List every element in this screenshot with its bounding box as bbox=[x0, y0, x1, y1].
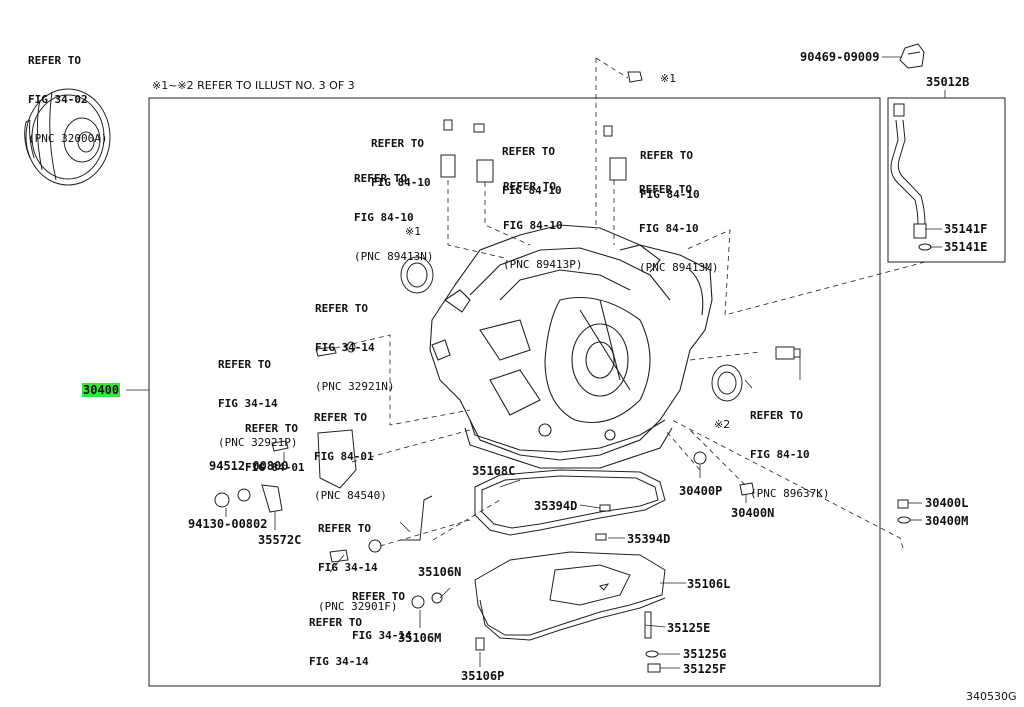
ref-fig84-10-d[interactable]: REFER TO FIG 84-10 (PNC 89413P) bbox=[503, 154, 582, 284]
part-94130-00802[interactable]: 94130-00802 bbox=[188, 517, 268, 531]
ref-line-1: REFER TO bbox=[309, 616, 362, 629]
ref-line-1: REFER TO bbox=[28, 54, 81, 67]
ref-fig34-14-a[interactable]: REFER TO FIG 34-14 (PNC 32921N) bbox=[315, 276, 394, 406]
part-35125E[interactable]: 35125E bbox=[667, 621, 711, 635]
refer-illust-note: ※1~※2 REFER TO ILLUST NO. 3 OF 3 bbox=[152, 79, 355, 92]
ref-fig34-14-e[interactable]: REFER TO FIG 34-14 bbox=[309, 590, 369, 681]
ref-fig34-14-b[interactable]: REFER TO FIG 34-14 (PNC 32921P) bbox=[218, 332, 297, 462]
part-35141F[interactable]: 35141F bbox=[944, 222, 988, 236]
ref-fig84-10-e[interactable]: REFER TO FIG 84-10 bbox=[640, 123, 700, 214]
ref-fig84-10-b[interactable]: REFER TO FIG 84-10 (PNC 89413N) bbox=[354, 146, 433, 276]
ref-line-1: REFER TO bbox=[371, 137, 424, 150]
part-30400N[interactable]: 30400N bbox=[731, 506, 775, 520]
diagram-code: 340530G bbox=[966, 690, 1017, 703]
oil-seal-left bbox=[400, 256, 434, 294]
ref-fig84-10-a[interactable]: REFER TO FIG 84-10 bbox=[371, 111, 431, 202]
ref-pnc: (PNC 89413N) bbox=[354, 250, 434, 263]
ref-pnc: (PNC 32921N) bbox=[315, 380, 395, 393]
inset-frame bbox=[887, 97, 1006, 263]
part-35168C[interactable]: 35168C bbox=[472, 464, 516, 478]
ref-line-2: FIG 34-14 bbox=[315, 341, 375, 354]
strainer-pipe bbox=[890, 103, 932, 251]
ref-line-2: FIG 34-14 bbox=[309, 655, 369, 668]
part-90469-09009[interactable]: 90469-09009 bbox=[800, 50, 880, 64]
ref-pnc: (PNC 84540) bbox=[314, 489, 387, 502]
part-35106N[interactable]: 35106N bbox=[418, 565, 462, 579]
ref-pnc: (PNC 32000A) bbox=[28, 132, 108, 145]
main-frame bbox=[148, 97, 881, 687]
ref-fig34-14-c[interactable]: REFER TO FIG 34-14 (PNC 32901F) bbox=[318, 496, 397, 626]
oil-pan bbox=[474, 551, 666, 641]
torque-converter bbox=[24, 88, 111, 186]
ref-line-1: REFER TO bbox=[352, 590, 405, 603]
part-35012B[interactable]: 35012B bbox=[926, 75, 970, 89]
oil-strainer bbox=[474, 469, 666, 536]
ref-line-1: REFER TO bbox=[354, 172, 407, 185]
part-35572C[interactable]: 35572C bbox=[258, 533, 302, 547]
ref-line-2: FIG 84-10 bbox=[639, 222, 699, 235]
speed-sensors bbox=[440, 119, 801, 360]
oil-seal-right bbox=[711, 364, 743, 402]
ref-line-1: REFER TO bbox=[315, 302, 368, 315]
marker-2-seal: ※2 bbox=[714, 418, 731, 431]
ref-line-2: FIG 84-10 bbox=[354, 211, 414, 224]
ref-line-2: FIG 34-14 bbox=[318, 561, 378, 574]
ref-line-2: FIG 84-10 bbox=[640, 188, 700, 201]
ref-fig84-10-c[interactable]: REFER TO FIG 84-10 bbox=[502, 119, 562, 210]
part-35394D-upper[interactable]: 35394D bbox=[534, 499, 578, 513]
leader-lines bbox=[126, 56, 946, 669]
clip-90469 bbox=[899, 43, 925, 69]
marker-1-top: ※1 bbox=[660, 72, 677, 85]
part-35106M[interactable]: 35106M bbox=[398, 631, 442, 645]
ref-line-2: FIG 84-10 bbox=[502, 184, 562, 197]
ref-line-2: FIG 34-02 bbox=[28, 93, 88, 106]
ref-line-2: FIG 84-10 bbox=[750, 448, 810, 461]
part-35394D-lower[interactable]: 35394D bbox=[627, 532, 671, 546]
ref-fig84-10-g[interactable]: REFER TO FIG 84-10 (PNC 89637K) bbox=[750, 383, 829, 513]
ref-pnc: (PNC 32901F) bbox=[318, 600, 398, 613]
ref-line-1: REFER TO bbox=[218, 358, 271, 371]
ref-line-1: REFER TO bbox=[639, 183, 692, 196]
ref-line-1: REFER TO bbox=[503, 180, 556, 193]
transaxle-housing bbox=[429, 224, 713, 469]
ref-line-2: FIG 34-14 bbox=[352, 629, 412, 642]
ref-fig84-01-a[interactable]: REFER TO FIG 84-01 (PNC 84540) bbox=[314, 385, 387, 515]
part-30400[interactable]: 30400 bbox=[82, 383, 121, 397]
ref-fig84-01-b[interactable]: REFER TO FIG 84-01 bbox=[245, 396, 305, 487]
small-fittings bbox=[214, 71, 911, 673]
ref-line-2: FIG 84-01 bbox=[314, 450, 374, 463]
part-35125F[interactable]: 35125F bbox=[683, 662, 727, 676]
ref-line-1: REFER TO bbox=[245, 422, 298, 435]
part-30400M[interactable]: 30400M bbox=[925, 514, 969, 528]
ref-pnc: (PNC 89637K) bbox=[750, 487, 830, 500]
ref-line-2: FIG 84-01 bbox=[245, 461, 305, 474]
part-35106P[interactable]: 35106P bbox=[461, 669, 505, 683]
part-35141E[interactable]: 35141E bbox=[944, 240, 988, 254]
part-35125G[interactable]: 35125G bbox=[683, 647, 727, 661]
highlight: 30400 bbox=[82, 383, 121, 397]
ref-line-1: REFER TO bbox=[640, 149, 693, 162]
ref-fig84-10-f[interactable]: REFER TO FIG 84-10 (PNC 89413M) bbox=[639, 157, 718, 287]
ref-line-1: REFER TO bbox=[314, 411, 367, 424]
ref-line-1: REFER TO bbox=[750, 409, 803, 422]
dashed-lines bbox=[334, 57, 926, 549]
part-35106L[interactable]: 35106L bbox=[687, 577, 731, 591]
ref-fig34-02[interactable]: REFER TO FIG 34-02 (PNC 32000A) bbox=[28, 28, 107, 158]
ref-line-2: FIG 34-14 bbox=[218, 397, 278, 410]
marker-1-seal: ※1 bbox=[405, 225, 422, 238]
ref-pnc: (PNC 89413P) bbox=[503, 258, 583, 271]
ref-line-2: FIG 84-10 bbox=[503, 219, 563, 232]
ref-pnc: (PNC 32921P) bbox=[218, 436, 298, 449]
part-30400L[interactable]: 30400L bbox=[925, 496, 969, 510]
part-30400P[interactable]: 30400P bbox=[679, 484, 723, 498]
ref-line-1: REFER TO bbox=[502, 145, 555, 158]
part-94512-00800[interactable]: 94512-00800 bbox=[209, 459, 289, 473]
ref-line-2: FIG 84-10 bbox=[371, 176, 431, 189]
ref-line-1: REFER TO bbox=[318, 522, 371, 535]
ref-fig34-14-d[interactable]: REFER TO FIG 34-14 bbox=[352, 564, 412, 655]
ref-pnc: (PNC 89413M) bbox=[639, 261, 719, 274]
